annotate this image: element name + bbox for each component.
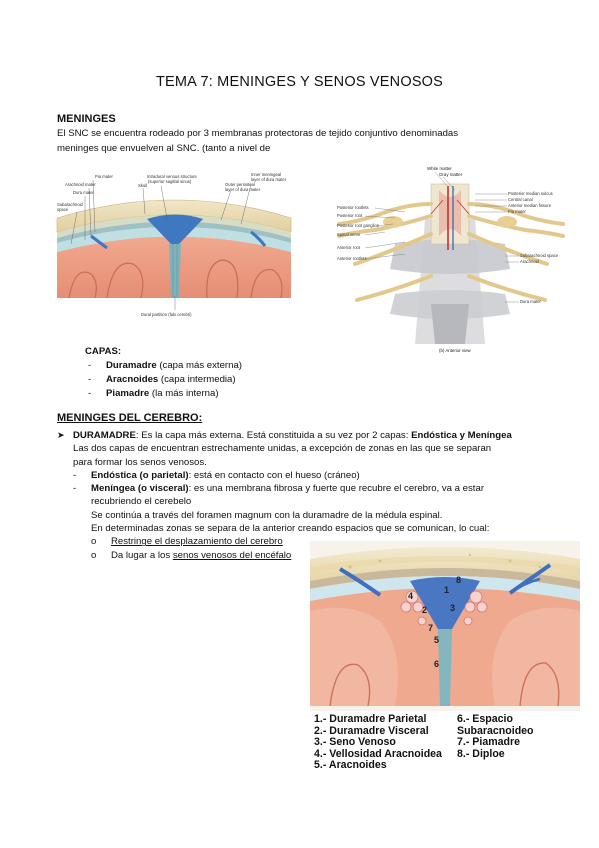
duramadre-line-2: Las dos capas de encuentran estrechament… xyxy=(73,443,492,455)
capas-item: -Aracnoides (capa intermedia) xyxy=(88,374,236,385)
duramadre-line-3: para formar los senos venosos. xyxy=(73,456,207,468)
fig2-label-white: White matter xyxy=(427,166,452,171)
figure-legend: 1.- Duramadre Parietal 2.- Duramadre Vis… xyxy=(310,711,580,778)
fig2-label-subarachnoid: Subarachnoid space xyxy=(520,253,559,258)
fig1-label-subarachnoid-1: Subarachnoid xyxy=(57,202,84,207)
endostica-item: -Endóstica (o parietal): está en contact… xyxy=(73,469,360,481)
page-title: TEMA 7: MENINGES Y SENOS VENOSOS xyxy=(155,74,444,90)
fig1-label-skull: Skull xyxy=(138,183,147,188)
capas-item: -Duramadre (capa más externa) xyxy=(88,360,242,371)
fig3-number: 6 xyxy=(434,659,439,669)
arrow-bullet-icon: ➤ xyxy=(57,430,65,440)
fig1-label-dura: Dura mater xyxy=(73,190,95,195)
fig1-label-outer-1: Outer periosteal xyxy=(225,182,255,187)
legend-item: 8.- Diploe xyxy=(457,747,505,760)
intro-line-2: meninges que envuelven al SNC. (tanto a … xyxy=(57,142,271,154)
capas-item: -Piamadre (la más interna) xyxy=(88,388,219,399)
figure-spinal-meninges: White matter Gray matter Posterior media… xyxy=(335,164,567,354)
legend-item: 7.- Piamadre xyxy=(457,736,521,749)
fig2-label-dura: Dura mater xyxy=(520,299,542,304)
continuation-line-1: Se continúa a través del foramen magnum … xyxy=(91,509,443,521)
capas-heading: CAPAS: xyxy=(85,346,122,357)
fig3-number: 5 xyxy=(434,635,439,645)
capas-list: -Duramadre (capa más externa) -Aracnoide… xyxy=(88,359,242,401)
meningea-item: -Meníngea (o visceral): es una membrana … xyxy=(73,483,485,495)
section-heading-cerebro: MENINGES DEL CEREBRO: xyxy=(57,412,203,424)
legend-item: 3.- Seno Venoso xyxy=(314,736,396,749)
fig1-label-inner-1: Inner meningeal xyxy=(251,172,281,177)
fig1-label-pia: Pia mater xyxy=(95,174,114,179)
fig2-caption: (b) Anterior view xyxy=(439,348,472,353)
fig1-label-intradural-2: (superior sagittal sinus) xyxy=(148,179,192,184)
fig2-label-anterior-root: Anterior root xyxy=(337,245,361,250)
section-heading-meninges: MENINGES xyxy=(57,113,116,125)
fig3-number: 3 xyxy=(450,603,455,613)
fig1-label-inner-2: layer of dura mater xyxy=(251,177,287,182)
duramadre-section: ➤DURAMADRE: Es la capa más externa. Está… xyxy=(57,429,527,562)
fig3-number: 1 xyxy=(444,585,449,595)
fig2-label-posterior-root: Posterior root xyxy=(337,213,363,218)
fig2-label-anterior-rootlets: Anterior rootlets xyxy=(337,256,367,261)
intro-line-1: El SNC se encuentra rodeado por 3 membra… xyxy=(57,128,459,139)
fig2-label-gray: Gray matter xyxy=(439,172,463,177)
fig2-label-anterior-median: Anterior median fissure xyxy=(508,203,552,208)
fig2-label-posterior-rootlets: Posterior rootlets xyxy=(337,205,369,210)
fig2-label-posterior-ganglion: Posterior root ganglion xyxy=(337,223,380,228)
fig1-label-falx: Dural partition (falx cerebri) xyxy=(141,312,192,317)
meningea-continued: recubriendo el cerebelo xyxy=(91,496,192,508)
fig1-label-arachnoid: Arachnoid mater xyxy=(65,182,96,187)
fig1-label-subarachnoid-2: space xyxy=(57,207,69,212)
fig1-label-intradural-1: Intradural venous structure xyxy=(147,174,197,179)
fig2-label-arachnoid: Arachnoid xyxy=(520,259,540,264)
fig1-label-outer-2: layer of dura mater xyxy=(225,187,261,192)
fig2-label-central: Central canal xyxy=(508,197,533,202)
fig3-number: 7 xyxy=(428,623,433,633)
legend-item: 2.- Duramadre Visceral xyxy=(314,724,429,737)
fig2-label-posterior-median: Posterior median sulcus xyxy=(508,191,553,196)
legend-item: 6.- Espacio Subaracnoideo xyxy=(457,713,534,737)
legend-item: 4.- Vellosidad Aracnoidea xyxy=(314,747,442,760)
fig3-number: 4 xyxy=(408,591,413,601)
figure-brain-meninges: Pia mater Arachnoid mater Dura mater Sub… xyxy=(55,170,295,328)
fig3-number: 8 xyxy=(456,575,461,585)
fig3-number: 2 xyxy=(422,605,427,615)
legend-item: 1.- Duramadre Parietal xyxy=(314,713,427,725)
intro-paragraph: El SNC se encuentra rodeado por 3 membra… xyxy=(57,127,527,156)
legend-col-left: 1.- Duramadre Parietal 2.- Duramadre Vis… xyxy=(314,713,442,772)
continuation-line-2: En determinadas zonas se separa de la an… xyxy=(91,523,490,535)
legend-item: 5.- Aracnoides xyxy=(314,759,387,772)
fig2-label-spinal-nerve: Spinal nerve xyxy=(337,232,361,237)
legend-col-right: 6.- Espacio Subaracnoideo 7.- Piamadre 8… xyxy=(457,713,580,760)
fig2-label-pia: Pia mater xyxy=(508,209,527,214)
duramadre-line: ➤DURAMADRE: Es la capa más externa. Está… xyxy=(57,430,512,441)
